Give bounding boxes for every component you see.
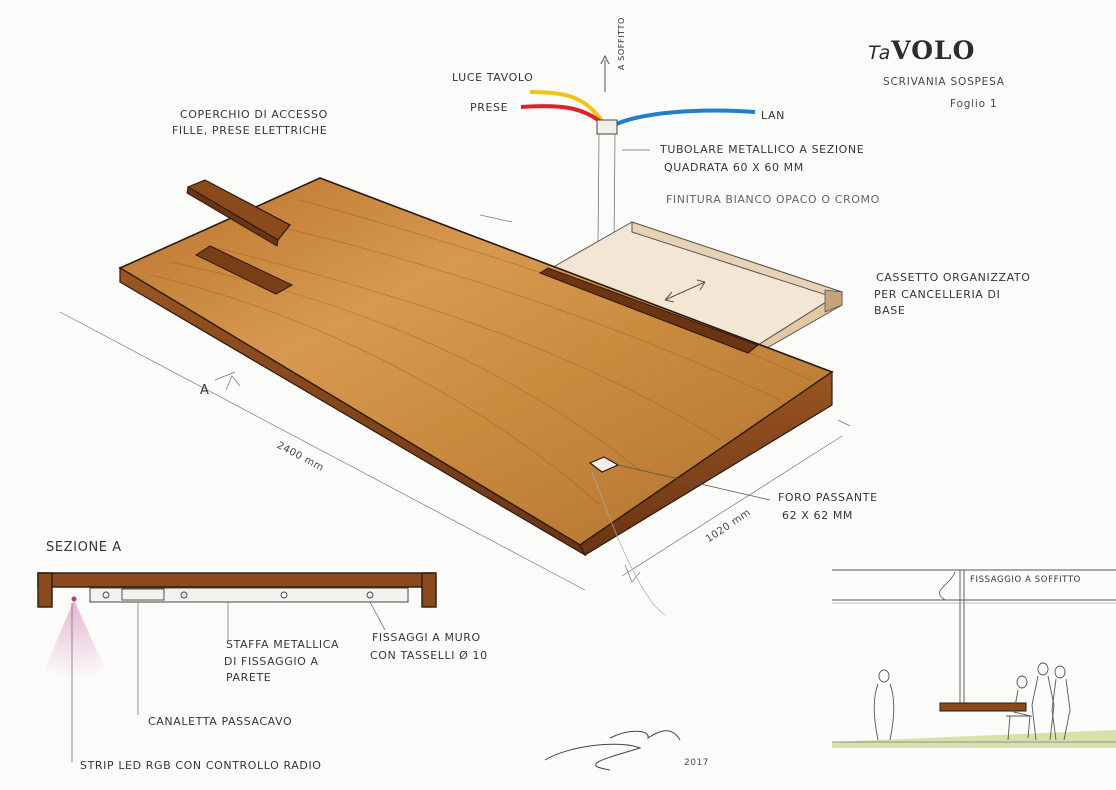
label-staffa-1: STAFFA METALLICA	[226, 638, 340, 651]
brand-name: VOLO	[891, 36, 976, 65]
label-lan: LAN	[761, 109, 785, 122]
sheet-number: Foglio 1	[950, 98, 998, 110]
label-soffitto: A SOFFITTO	[617, 17, 626, 70]
label-fissaggio-soffitto: FISSAGGIO A SOFFITTO	[970, 575, 1081, 585]
label-strip-led: STRIP LED RGB CON CONTROLLO RADIO	[80, 759, 322, 772]
label-luce-tavolo: LUCE TAVOLO	[452, 71, 534, 84]
drawer-organizer	[546, 221, 844, 353]
signature	[544, 730, 681, 771]
label-staffa-2: DI FISSAGGIO A	[224, 655, 319, 668]
label-tubolare-2: QUADRATA 60 x 60 mm	[664, 161, 804, 174]
section-title: SEZIONE A	[46, 540, 122, 555]
label-tubolare-1: TUBOLARE METALLICO A SEZIONE	[660, 143, 865, 156]
signature-year: 2017	[684, 758, 709, 768]
label-tubolare-3: FINITURA BIANCO OPACO O CROMO	[666, 193, 880, 206]
label-cassetto-2: PER CANCELLERIA DI	[874, 288, 1001, 301]
section-a-drawing	[37, 572, 437, 762]
brand-prefix: Ta	[868, 42, 892, 64]
label-prese: PRESE	[470, 101, 509, 114]
elevation-view	[832, 569, 1116, 748]
label-staffa-3: PARETE	[226, 671, 272, 684]
label-fissaggi-2: CON TASSELLI Ø 10	[370, 649, 488, 662]
brand-title: TaVOLO	[868, 36, 975, 65]
label-foro-2: 62 x 62 mm	[782, 509, 854, 522]
label-coperchio-2: FILLE, PRESE ELETTRICHE	[172, 124, 328, 137]
label-coperchio-1: COPERCHIO DI ACCESSO	[180, 108, 328, 121]
label-cassetto-3: BASE	[874, 304, 906, 317]
dimension-lines	[59, 214, 851, 616]
hole-leader	[617, 464, 771, 501]
label-cassetto-1: CASSETTO ORGANIZZATO	[876, 271, 1031, 284]
subtitle: SCRIVANIA SOSPESA	[883, 76, 1005, 88]
desk-board	[118, 177, 834, 557]
label-fissaggi-1: FISSAGGI A MURO	[372, 631, 481, 644]
access-cover	[186, 179, 291, 247]
label-canaletta: CANALETTA PASSACAVO	[148, 715, 293, 728]
figure-sketches	[873, 662, 1071, 741]
label-foro-1: FORO PASSANTE	[778, 491, 878, 504]
cable-bundle	[520, 54, 756, 128]
section-marker-a: A	[200, 383, 210, 398]
